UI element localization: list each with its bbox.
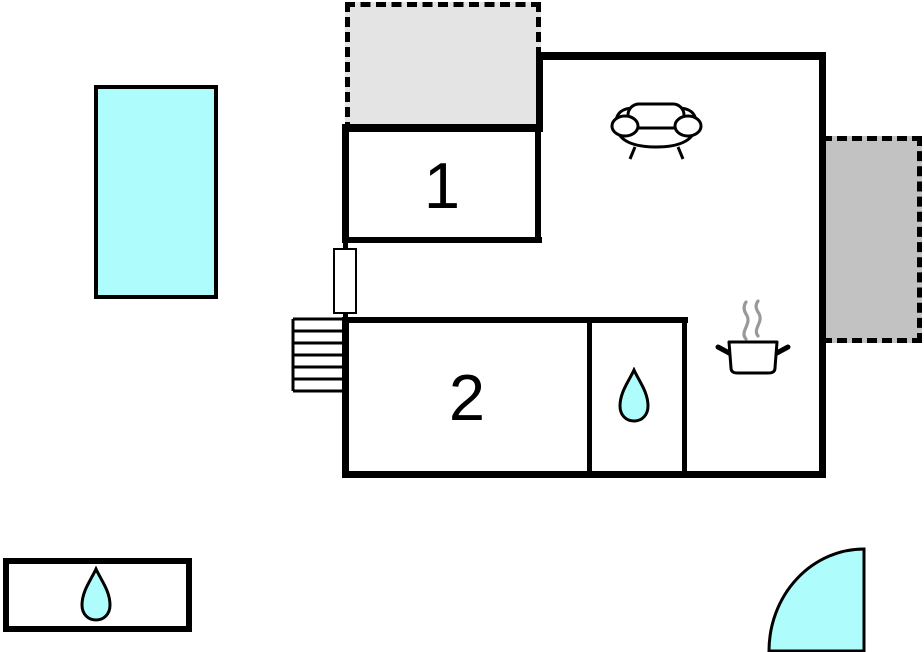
room-2-label: 2 — [448, 361, 486, 434]
stairs-icon — [291, 317, 346, 393]
wall-room1-top — [342, 124, 543, 132]
room-1-label: 1 — [423, 149, 461, 222]
wall-room2-top — [342, 317, 688, 323]
water-drop-icon — [80, 566, 112, 622]
wall-main-right — [819, 52, 826, 478]
wall-main-bottom — [342, 471, 826, 478]
swimming-pool — [94, 85, 218, 299]
wall-room1-left — [342, 124, 349, 243]
cooking-pot-icon — [715, 299, 791, 375]
water-drop-icon — [618, 367, 650, 423]
wall-left-lower — [342, 318, 349, 478]
sofa-icon — [610, 102, 703, 160]
steam-icon — [742, 299, 762, 341]
wall-connector — [536, 52, 543, 132]
terrace-top — [345, 2, 541, 132]
terrace-right — [822, 136, 922, 343]
window-icon — [333, 248, 357, 314]
wall-room1-bottom — [342, 237, 542, 243]
wall-room1-right — [535, 130, 541, 240]
corner-water-feature — [767, 547, 866, 652]
wall-main-top — [536, 52, 826, 60]
wall-bath-left — [587, 321, 592, 473]
wall-bath-right — [682, 321, 687, 473]
